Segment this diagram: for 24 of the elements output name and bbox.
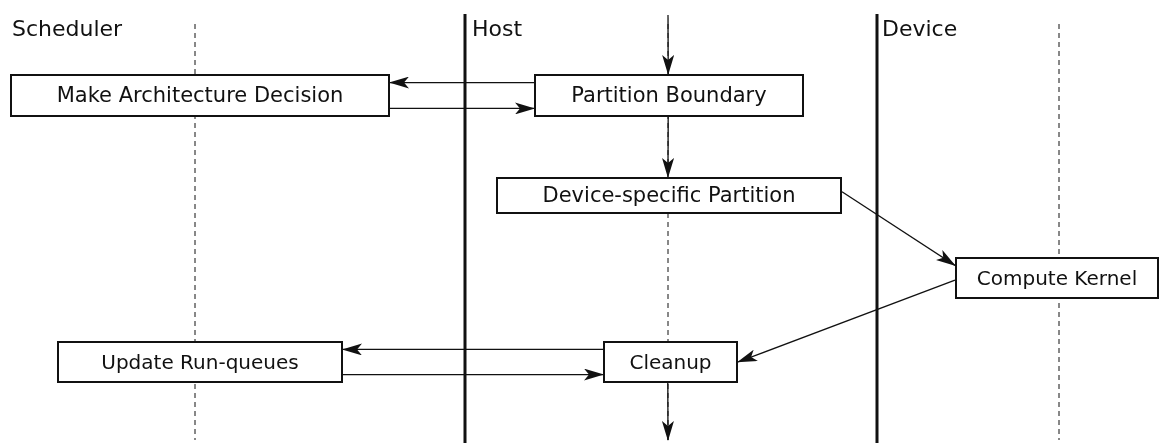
box-label: Compute Kernel [976, 267, 1138, 289]
process-box [603, 341, 738, 383]
arrow [389, 102, 535, 115]
arrow [661, 382, 674, 441]
lane-title: Host [472, 18, 523, 40]
process-box [57, 341, 343, 383]
box-label: Partition Boundary [571, 83, 767, 108]
arrow [737, 279, 956, 363]
arrow [662, 116, 675, 178]
box-label: Cleanup [629, 351, 712, 373]
lane-title: Scheduler [12, 18, 123, 40]
arrow [389, 76, 535, 89]
box-label: Device-specific Partition [542, 183, 796, 208]
process-box [955, 257, 1159, 299]
box-label: Update Run-queues [101, 351, 299, 373]
process-box [10, 74, 390, 117]
arrow [342, 368, 604, 381]
process-box [496, 177, 842, 214]
arrow [841, 191, 956, 267]
process-box [534, 74, 804, 117]
arrow [342, 343, 604, 356]
box-label: Make Architecture Decision [56, 83, 344, 108]
arrow [662, 14, 675, 75]
lane-title: Device [882, 18, 958, 40]
